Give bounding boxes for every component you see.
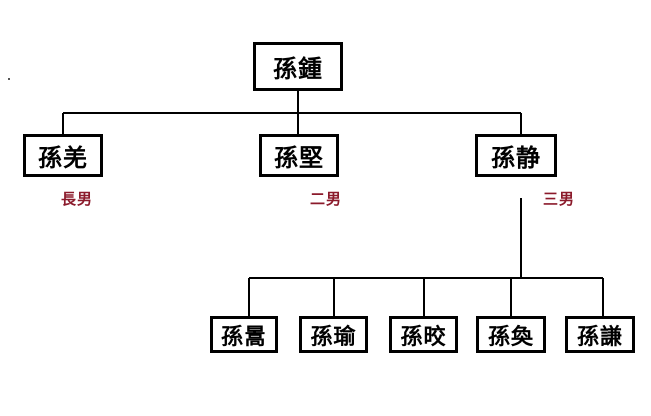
grandson-node-label: 孫晈 (400, 323, 447, 350)
son-node-2: 孫堅 (259, 134, 339, 177)
grandson-node-3: 孫晈 (389, 316, 458, 353)
son-node-1: 孫羌 (23, 134, 103, 177)
grandson-node-label: 孫謙 (576, 323, 623, 350)
grandson-node-5: 孫謙 (565, 316, 635, 353)
stray-dot-mark (8, 78, 10, 80)
son-rank-label-1: 長男 (61, 190, 94, 208)
grandson-node-1: 孫暠 (210, 316, 278, 353)
grandson-node-label: 孫奐 (487, 323, 534, 350)
grandson-node-label: 孫瑜 (310, 323, 357, 350)
root-node: 孫鍾 (253, 42, 343, 91)
grandson-node-2: 孫瑜 (299, 316, 368, 353)
grandson-node-4: 孫奐 (476, 316, 546, 353)
son-node-3: 孫静 (475, 134, 557, 177)
root-node-label: 孫鍾 (273, 54, 323, 83)
grandson-node-label: 孫暠 (220, 323, 267, 350)
son-rank-label-2: 二男 (310, 190, 343, 208)
son-node-label: 孫堅 (274, 143, 324, 172)
son-node-label: 孫羌 (38, 143, 88, 172)
son-rank-label-3: 三男 (543, 190, 576, 208)
son-node-label: 孫静 (491, 143, 541, 172)
